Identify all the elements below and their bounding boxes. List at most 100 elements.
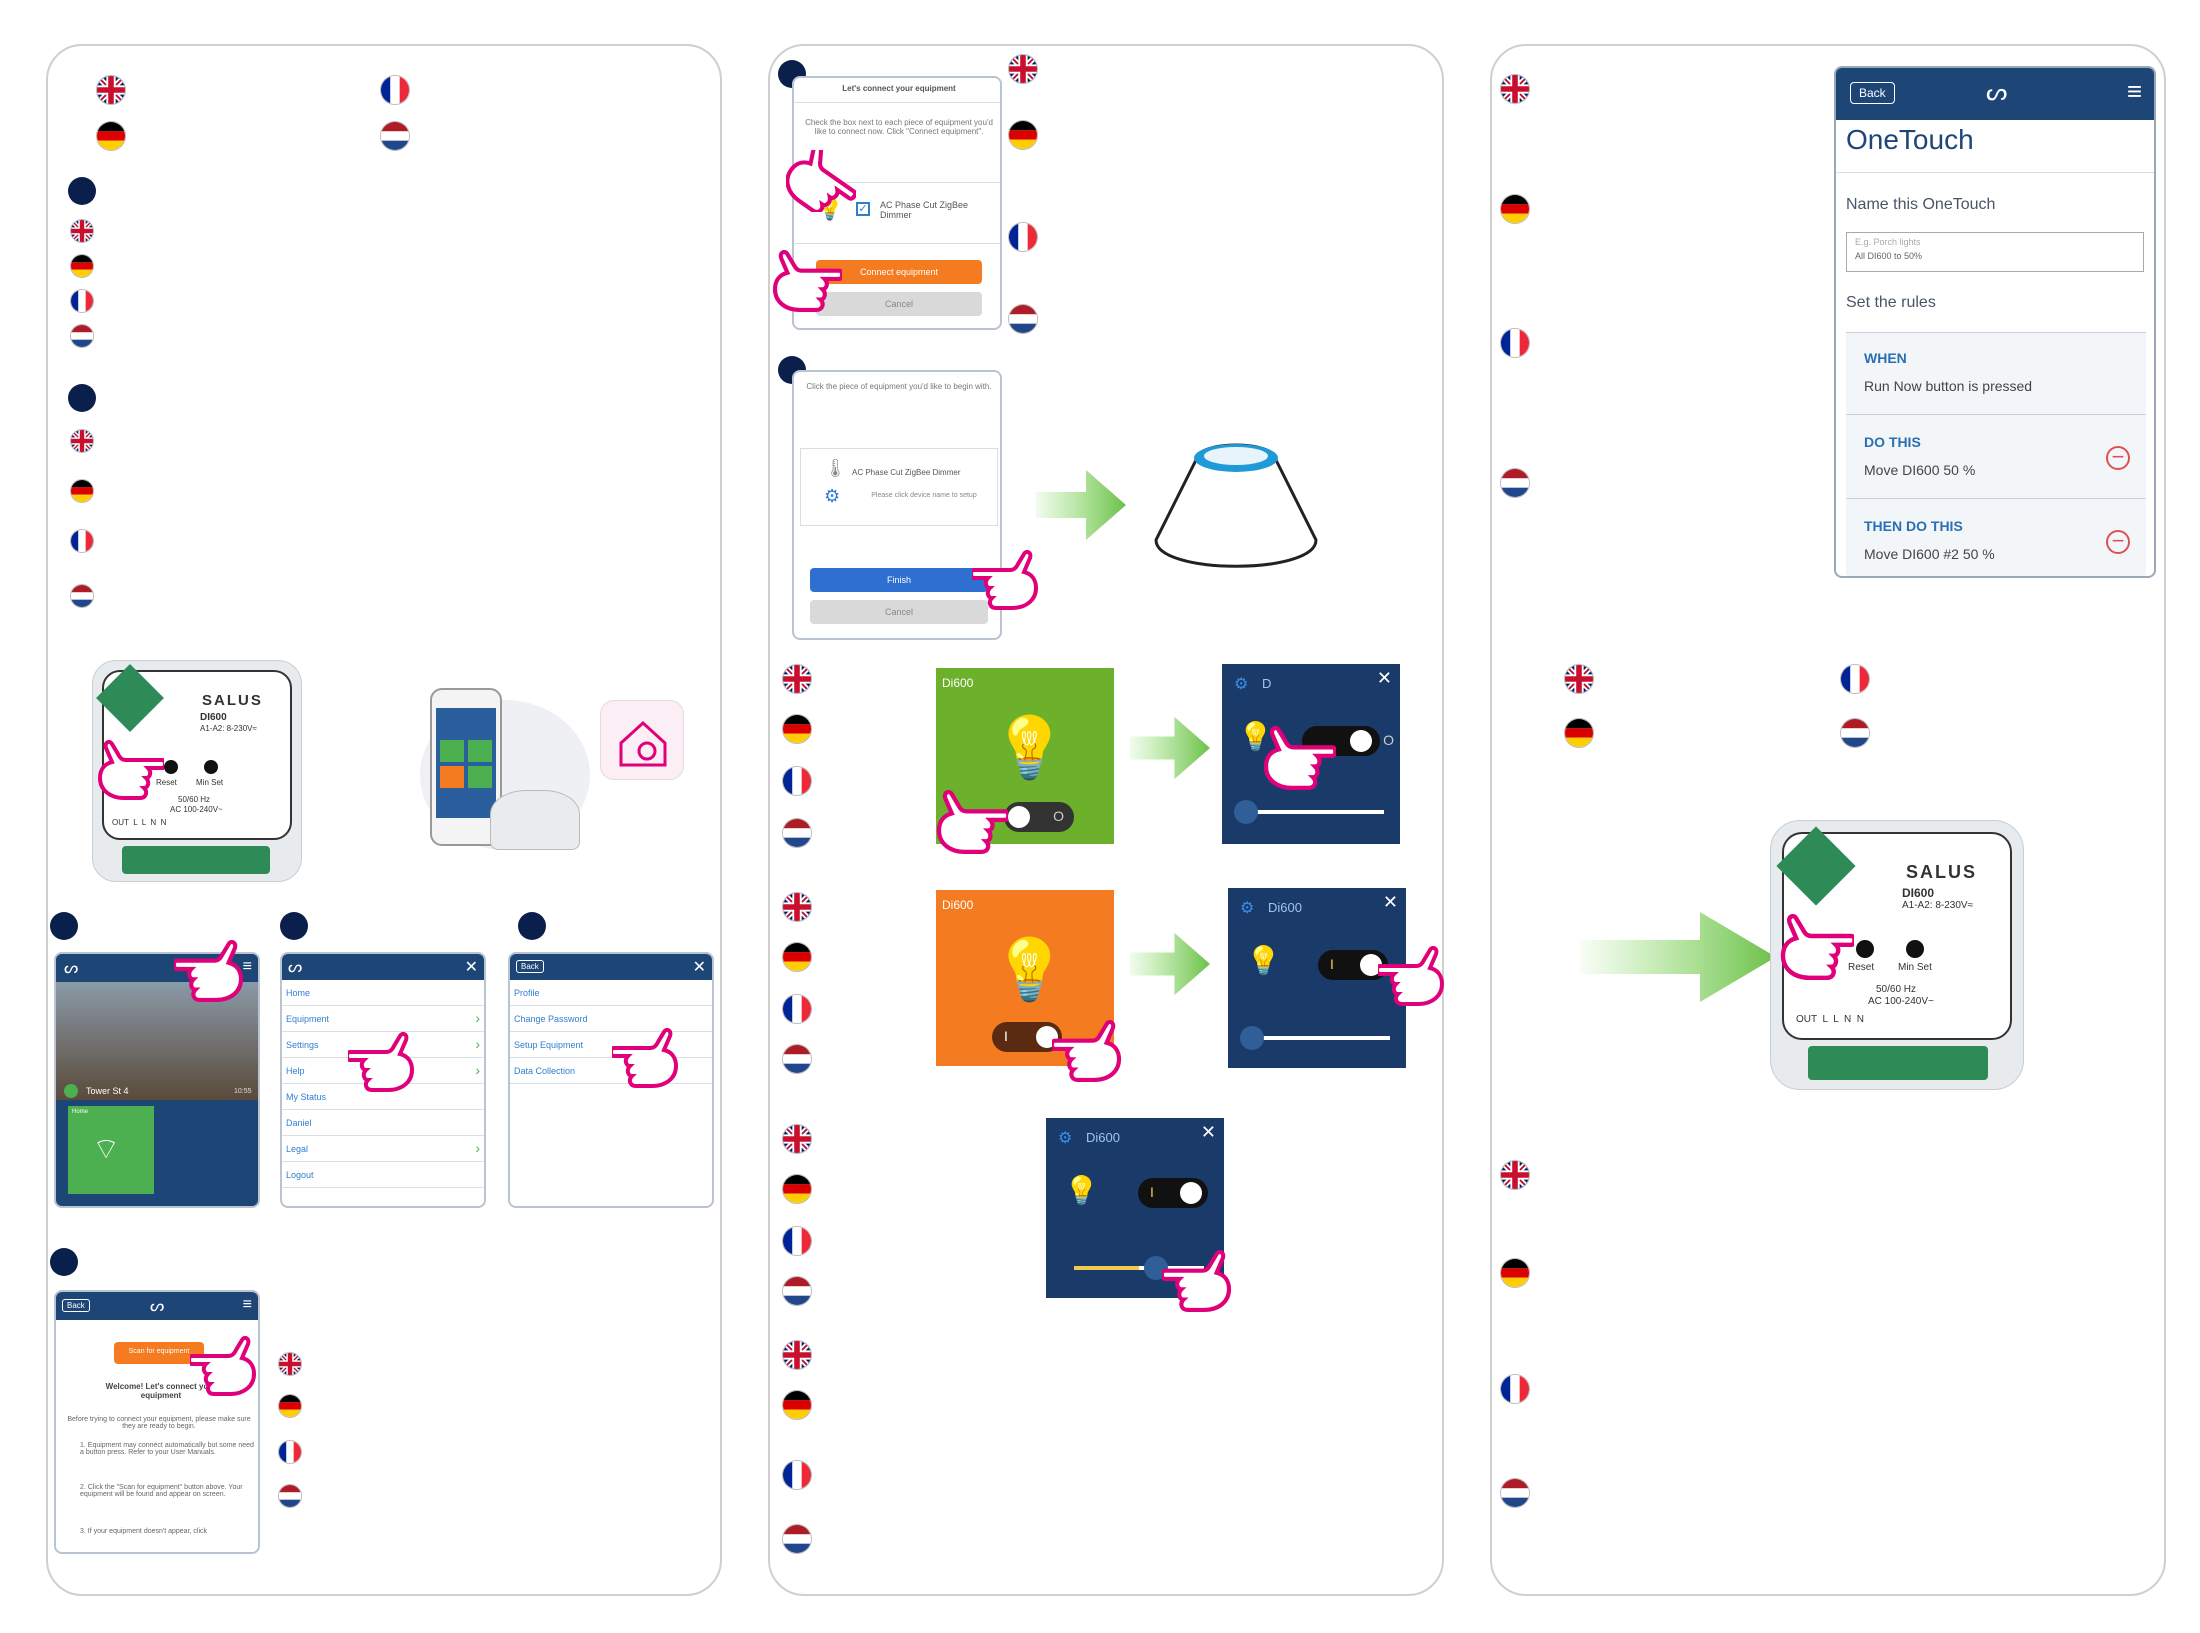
slider-handle[interactable] (1240, 1026, 1264, 1050)
flag-uk-icon (782, 892, 812, 922)
close-icon[interactable]: ✕ (1382, 892, 1398, 912)
dimmer-slider[interactable] (1074, 1266, 1204, 1270)
power-toggle[interactable]: I (1138, 1178, 1208, 1208)
close-icon[interactable]: ✕ (692, 959, 706, 976)
remove-action-icon[interactable]: − (2106, 446, 2130, 470)
cancel-button[interactable]: Cancel (810, 600, 988, 624)
menu-item[interactable]: Daniel (282, 1110, 484, 1136)
flag-de-icon (1500, 1258, 1530, 1288)
step-2-marker (68, 384, 96, 412)
gear-icon: ⚙ (824, 486, 841, 506)
flag-fr-icon (782, 766, 812, 796)
connect-equipment-button[interactable]: Connect equipment (816, 260, 982, 284)
settings-item[interactable]: Change Password (510, 1006, 712, 1032)
reset-label: Reset (156, 778, 177, 787)
flag-fr-icon (70, 529, 94, 553)
remove-action-icon[interactable]: − (2106, 530, 2130, 554)
flag-de-icon (782, 942, 812, 972)
then-text: Move DI600 #2 50 % (1864, 546, 1995, 562)
cancel-button[interactable]: Cancel (816, 292, 982, 316)
menu-item[interactable]: My Status (282, 1084, 484, 1110)
back-button[interactable]: Back (516, 960, 544, 973)
flag-fr-icon (380, 75, 410, 105)
flag-nl-icon (70, 584, 94, 608)
scan-for-equipment-button[interactable]: Scan for equipment (114, 1342, 204, 1364)
flag-nl-icon (70, 324, 94, 348)
pointing-hand-icon (934, 789, 1011, 859)
menu-item-label: Help (286, 1066, 305, 1076)
flag-de-icon (782, 1390, 812, 1420)
do-heading: DO THIS (1864, 434, 1921, 450)
salus-logo-icon: ᔕ (1986, 79, 2008, 106)
settings-item-label: Profile (514, 988, 540, 998)
flag-uk-icon (1564, 664, 1594, 694)
select-equipment-screen: Click the piece of equipment you'd like … (792, 370, 1002, 640)
power-toggle[interactable]: O (1004, 802, 1074, 832)
pointing-hand-icon (969, 549, 1040, 615)
flag-uk-icon (70, 429, 94, 453)
settings-item[interactable]: Profile (510, 980, 712, 1006)
touch-house-icon (600, 700, 684, 780)
pointing-hand-icon (1260, 725, 1338, 795)
step-5-marker (518, 912, 546, 940)
device-checkbox[interactable]: ✓ (856, 202, 870, 216)
onetouch-title: OneTouch (1846, 124, 1974, 155)
device-name[interactable]: AC Phase Cut ZigBee Dimmer (852, 468, 961, 477)
back-button[interactable]: Back (1850, 82, 1895, 104)
flag-fr-icon (782, 1460, 812, 1490)
name-input[interactable]: E.g. Porch lights All DI600 to 50% (1846, 232, 2144, 272)
close-icon[interactable]: ✕ (1376, 668, 1392, 688)
menu-item[interactable]: Home (282, 980, 484, 1006)
pointing-hand-icon (609, 1027, 680, 1093)
flag-uk-icon (1008, 54, 1038, 84)
then-heading: THEN DO THIS (1864, 518, 1963, 534)
time-label: 10:55 (234, 1088, 252, 1095)
lightbulb-icon: 💡 (992, 936, 1067, 1003)
flag-uk-icon (1500, 1160, 1530, 1190)
dimmer-slider[interactable] (1244, 1036, 1390, 1040)
pointing-hand-icon (187, 1335, 258, 1401)
settings-item[interactable]: Data Collection (510, 1058, 712, 1084)
hamburger-menu-icon[interactable]: ≡ (242, 958, 252, 975)
device-hint: Please click device name to setup (871, 492, 977, 499)
location-label: Tower St 4 (86, 1086, 129, 1096)
settings-item[interactable]: Setup Equipment (510, 1032, 712, 1058)
menu-item[interactable]: Legal› (282, 1136, 484, 1162)
dimmer-tile-on[interactable]: Di600 💡 I (936, 890, 1114, 1066)
menu-item-label: My Status (286, 1092, 327, 1102)
scan-screen: Back ᔕ ≡ Scan for equipment Welcome! Let… (54, 1290, 260, 1554)
terminals-label: OUT L L N N (1796, 1014, 1864, 1025)
step-4-marker (280, 912, 308, 940)
scan-step-2: 2. Click the "Scan for equipment" button… (80, 1484, 243, 1498)
connect-instructions: Check the box next to each piece of equi… (805, 118, 993, 136)
dimmer-slider[interactable] (1238, 810, 1384, 814)
back-button[interactable]: Back (62, 1299, 90, 1312)
close-icon[interactable]: ✕ (1200, 1122, 1216, 1142)
menu-item[interactable]: Logout (282, 1162, 484, 1188)
settings-item-label: Change Password (514, 1014, 588, 1024)
hamburger-menu-icon[interactable]: ≡ (242, 1296, 252, 1313)
flag-uk-icon (1500, 74, 1530, 104)
power-toggle[interactable]: I (992, 1022, 1062, 1052)
slider-handle[interactable] (1234, 800, 1258, 824)
dimmer-popup-3: ⚙ Di600 ✕ 💡 I (1046, 1118, 1224, 1298)
flag-fr-icon (1008, 222, 1038, 252)
close-icon[interactable]: ✕ (464, 959, 478, 976)
menu-item[interactable]: Equipment› (282, 1006, 484, 1032)
hamburger-menu-icon[interactable]: ≡ (2126, 76, 2142, 106)
finish-button[interactable]: Finish (810, 568, 988, 592)
popup-title: Di600 (1086, 1130, 1120, 1145)
device-brand: SALUS (202, 692, 263, 709)
power-toggle[interactable]: O (1302, 726, 1394, 756)
toggle-on-label: I (1330, 956, 1334, 972)
min-set-label: Min Set (196, 778, 224, 787)
di600-device-image: SALUS DI600 A1-A2: 8-230V≈ Reset Min Set… (92, 660, 302, 882)
home-tile[interactable]: Home ⌔ (68, 1106, 154, 1194)
flag-nl-icon (782, 818, 812, 848)
power-toggle[interactable]: I (1318, 950, 1388, 980)
flag-uk-icon (278, 1352, 302, 1376)
pointing-hand-icon (171, 939, 246, 1007)
flag-de-icon (782, 1174, 812, 1204)
flag-nl-icon (782, 1044, 812, 1074)
